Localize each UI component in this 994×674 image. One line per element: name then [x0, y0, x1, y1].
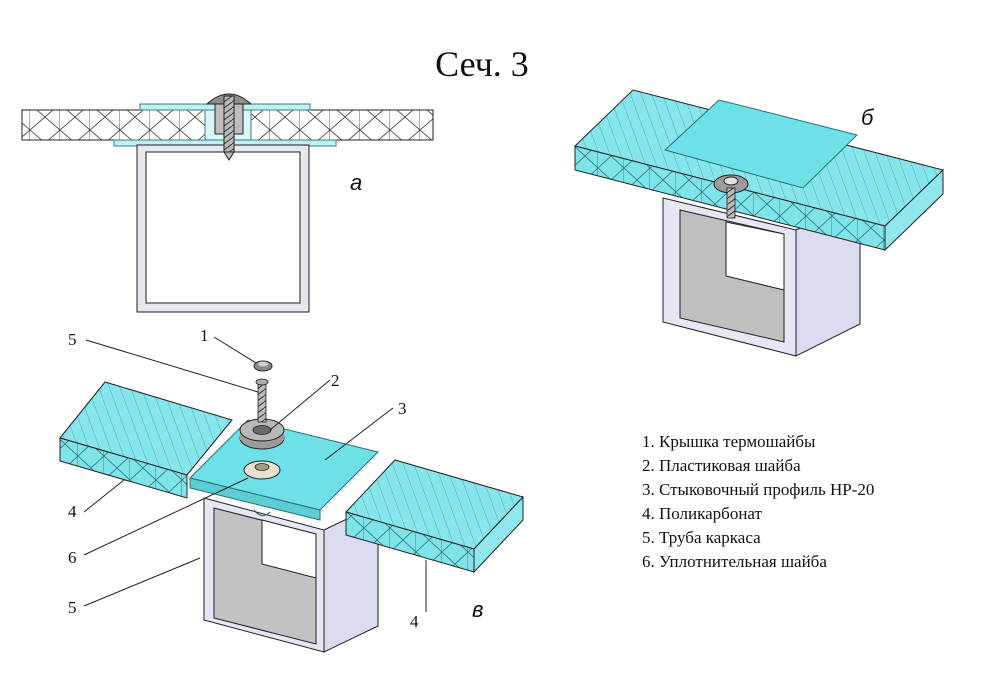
leader-5-top	[85, 339, 259, 393]
view-v-polycarbonate-right-side	[473, 495, 524, 574]
legend: 1. Крышка термошайбы 2. Пластиковая шайб…	[642, 432, 874, 571]
leader-1	[213, 336, 257, 364]
view-v-screw-head	[255, 378, 269, 386]
view-b-assembled	[574, 89, 944, 357]
callout-2: 2	[331, 371, 340, 390]
view-v-exploded	[59, 360, 524, 653]
callout-4-left: 4	[68, 502, 77, 521]
leader-6	[83, 477, 249, 556]
legend-item-3: 3. Стыковочный профиль HP-20	[642, 480, 874, 499]
leader-2	[269, 379, 331, 431]
view-v-plastic-washer-hole	[252, 425, 272, 435]
page-title: Сеч. 3	[435, 44, 529, 84]
callout-4-right: 4	[410, 612, 419, 631]
view-a-screw-tip	[223, 151, 235, 161]
view-v-thermowasher-cap-highlight	[258, 361, 268, 367]
callout-6: 6	[68, 548, 77, 567]
leader-lines	[83, 336, 427, 612]
view-v-tube-opening	[261, 519, 317, 579]
callout-5-bottom: 5	[68, 598, 77, 617]
legend-item-6: 6. Уплотнительная шайба	[642, 552, 827, 571]
view-a-section	[21, 93, 434, 313]
legend-item-4: 4. Поликарбонат	[642, 504, 763, 523]
leader-4-left	[83, 479, 125, 513]
callout-3: 3	[398, 399, 407, 418]
view-a-tube-inner	[145, 151, 301, 304]
view-v-polycarbonate-left-front	[59, 437, 188, 499]
view-v-sealing-washer-hole	[254, 463, 270, 471]
view-v-profile-groove	[253, 509, 271, 517]
legend-item-2: 2. Пластиковая шайба	[642, 456, 801, 475]
callout-1: 1	[200, 326, 209, 345]
leader-3	[324, 407, 394, 461]
view-label-v: в	[472, 597, 483, 622]
view-b-connecting-profile	[664, 99, 858, 189]
leader-5-bottom	[83, 557, 201, 607]
view-b-tube-opening	[725, 221, 785, 291]
view-label-b: б	[861, 105, 875, 130]
legend-item-1: 1. Крышка термошайбы	[642, 432, 816, 451]
view-a-polycarbonate-left	[21, 109, 206, 141]
callout-5-top: 5	[68, 330, 77, 349]
view-b-screw	[726, 187, 736, 219]
view-v-screw	[257, 381, 267, 423]
view-label-a: а	[350, 170, 362, 195]
view-b-thermowasher-hole	[723, 176, 739, 186]
view-a-polycarbonate-right	[250, 109, 434, 141]
view-a-screw	[223, 95, 235, 153]
view-b-polycarbonate-side	[884, 168, 944, 252]
legend-item-5: 5. Труба каркаса	[642, 528, 761, 547]
view-v-connecting-profile-edge	[189, 477, 321, 521]
